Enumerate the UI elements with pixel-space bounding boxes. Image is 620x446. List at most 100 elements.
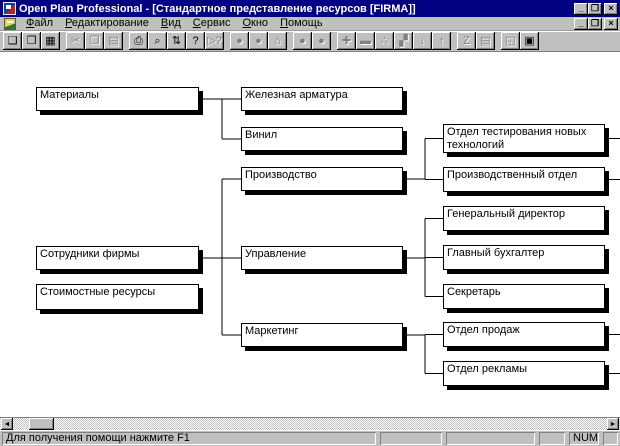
menu-edit[interactable]: Редактирование: [65, 17, 149, 29]
title-bar[interactable]: Open Plan Professional - [Стандартное пр…: [0, 0, 620, 17]
toolbar: ❏❒▦✂❐▤⎙⌕⇅?▷?●●⌂●●✚▬∴▞↓↑Z▤◱▣: [0, 31, 620, 52]
status-panel: [539, 432, 565, 445]
save-button[interactable]: ▦: [41, 32, 60, 50]
link-button[interactable]: ∴: [375, 32, 394, 50]
circle-tool-4-button[interactable]: ●: [312, 32, 331, 50]
node-production[interactable]: Производство: [241, 167, 403, 191]
restore-button[interactable]: ❐: [588, 2, 602, 15]
notes-button[interactable]: ▤: [476, 32, 495, 50]
node-cost[interactable]: Стоимостные ресурсы: [36, 284, 199, 310]
notepad-icon: ▤: [480, 34, 491, 47]
cascade-windows-icon: ▣: [524, 34, 535, 47]
toolbar-group: ❏ ❒ ▦: [3, 32, 60, 50]
copy-button[interactable]: ❐: [85, 32, 104, 50]
fit-view-button[interactable]: ◱: [501, 32, 520, 50]
menu-help[interactable]: Помощь: [280, 17, 323, 29]
node-management[interactable]: Управление: [241, 246, 403, 270]
node-rebar[interactable]: Железная арматура: [241, 87, 403, 111]
node-sales[interactable]: Отдел продаж: [443, 322, 605, 347]
print-button[interactable]: ⎙: [129, 32, 148, 50]
mdi-close-button[interactable]: ×: [604, 17, 618, 30]
circle-icon: ●: [236, 34, 243, 47]
toolbar-group: ⎙ ⌕ ⇅? ▷?: [129, 32, 224, 50]
print-preview-button[interactable]: ⌕: [148, 32, 167, 50]
menu-file[interactable]: Файл: [26, 17, 54, 29]
plus-icon: ✚: [341, 34, 352, 47]
down-arrow-icon: ↓: [419, 34, 426, 47]
menu-window[interactable]: Окно: [242, 17, 269, 29]
cascade-button[interactable]: ▣: [520, 32, 539, 50]
open-button[interactable]: ❒: [22, 32, 41, 50]
zoom-tool-button[interactable]: Z: [457, 32, 476, 50]
open-folder-icon: ❒: [26, 34, 37, 47]
node-secretary[interactable]: Секретарь: [443, 284, 605, 309]
move-up-button[interactable]: ↑: [432, 32, 451, 50]
node-materials[interactable]: Материалы: [36, 87, 199, 111]
paste-button[interactable]: ▤: [104, 32, 123, 50]
scroll-right-button[interactable]: ►: [607, 418, 619, 430]
help-button[interactable]: ?: [186, 32, 205, 50]
app-icon[interactable]: [3, 2, 16, 15]
transfer-button[interactable]: ⇅: [167, 32, 186, 50]
node-ads[interactable]: Отдел рекламы: [443, 361, 605, 386]
menu-items: Файл Редактирование Вид Сервис Окно Помощь: [20, 17, 329, 30]
status-message: Для получения помощи нажмите F1: [2, 432, 376, 445]
node-testdept[interactable]: Отдел тестирования новых технологий: [443, 124, 605, 153]
node-marketing[interactable]: Маркетинг: [241, 323, 403, 347]
up-arrow-icon: ↑: [438, 34, 445, 47]
context-help-button[interactable]: ▷?: [205, 32, 224, 50]
node-ceo[interactable]: Генеральный директор: [443, 206, 605, 231]
circle-tool-3-button[interactable]: ●: [293, 32, 312, 50]
cut-button[interactable]: ✂: [66, 32, 85, 50]
toolbar-group: ✂ ❐ ▤: [66, 32, 123, 50]
new-button[interactable]: ❏: [3, 32, 22, 50]
circle-question-icon: ●: [255, 34, 262, 47]
horizontal-scrollbar[interactable]: ◄ ►: [0, 417, 620, 430]
close-button[interactable]: ×: [604, 2, 618, 15]
up-down-arrows-icon: ⇅: [171, 34, 182, 47]
document-icon[interactable]: [4, 17, 16, 30]
status-indicator-num: NUM: [569, 432, 599, 445]
status-panel: [603, 432, 618, 445]
status-panel: [380, 432, 442, 445]
copy-pages-icon: ❐: [89, 34, 100, 47]
node-employees[interactable]: Сотрудники фирмы: [36, 246, 199, 270]
node-accountant[interactable]: Главный бухгалтер: [443, 245, 605, 270]
move-down-button[interactable]: ↓: [413, 32, 432, 50]
arch-tool-button[interactable]: ⌂: [268, 32, 287, 50]
toolbar-group: ● ● ⌂: [230, 32, 287, 50]
menu-view[interactable]: Вид: [160, 17, 181, 29]
circle-tool-2-button[interactable]: ●: [249, 32, 268, 50]
linked-dots-icon: ∴: [381, 34, 388, 47]
step-chart-button[interactable]: ▞: [394, 32, 413, 50]
add-button[interactable]: ✚: [337, 32, 356, 50]
arch-icon: ⌂: [274, 34, 281, 47]
printer-icon: ⎙: [134, 34, 143, 47]
mdi-restore-button[interactable]: ❐: [588, 17, 602, 30]
toolbar-group: ◱▣: [501, 32, 539, 50]
toolbar-group: ✚ ▬ ∴ ▞ ↓ ↑: [337, 32, 451, 50]
new-document-icon: ❏: [7, 34, 18, 47]
scrollbar-thumb[interactable]: [29, 418, 54, 430]
toolbar-group: Z▤: [457, 32, 495, 50]
menu-service[interactable]: Сервис: [192, 17, 231, 29]
step-chart-icon: ▞: [399, 34, 408, 47]
toolbar-group: ●●: [293, 32, 331, 50]
minimize-button[interactable]: _: [574, 2, 588, 15]
remove-button[interactable]: ▬: [356, 32, 375, 50]
node-proddept[interactable]: Производственный отдел: [443, 167, 605, 192]
letter-z-icon: Z: [463, 34, 470, 47]
scissors-icon: ✂: [70, 34, 81, 47]
minus-icon: ▬: [360, 34, 371, 47]
node-vinyl[interactable]: Винил: [241, 127, 403, 151]
scroll-left-button[interactable]: ◄: [1, 418, 13, 430]
status-panel: [446, 432, 535, 445]
circle-tool-1-button[interactable]: ●: [230, 32, 249, 50]
mdi-minimize-button[interactable]: _: [574, 17, 588, 30]
fit-window-icon: ◱: [505, 34, 516, 47]
status-bar: Для получения помощи нажмите F1 NUM: [0, 430, 620, 446]
question-mark-icon: ?: [192, 34, 199, 47]
